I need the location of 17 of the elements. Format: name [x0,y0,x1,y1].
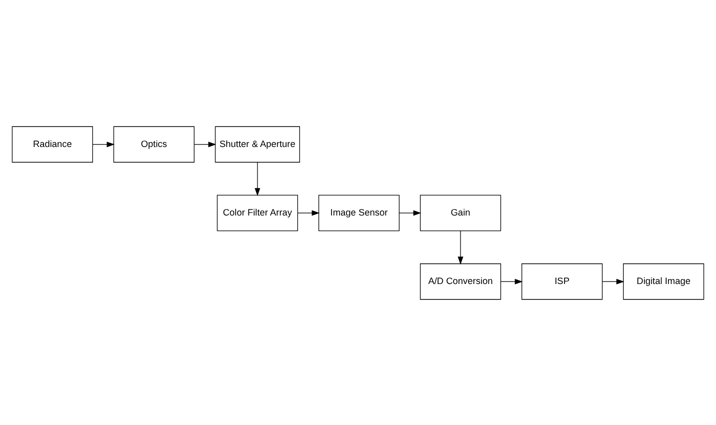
arrow [458,230,464,264]
node-box: Gain [420,194,502,231]
node-box: Shutter & Aperture [214,126,300,162]
node-box: Optics [113,126,194,162]
node-box: ISP [522,262,603,300]
arrow [92,141,115,147]
node-box: Radiance [12,126,93,162]
arrow [500,278,523,284]
node-box: Image Sensor [318,194,400,231]
arrow [298,210,320,216]
arrow [602,278,624,284]
node-box: Color Filter Array [216,194,298,231]
arrow [254,161,260,196]
arrow [194,141,216,147]
node-box: Digital Image [623,262,704,300]
node-box: A/D Conversion [420,262,502,300]
arrow [399,210,422,216]
